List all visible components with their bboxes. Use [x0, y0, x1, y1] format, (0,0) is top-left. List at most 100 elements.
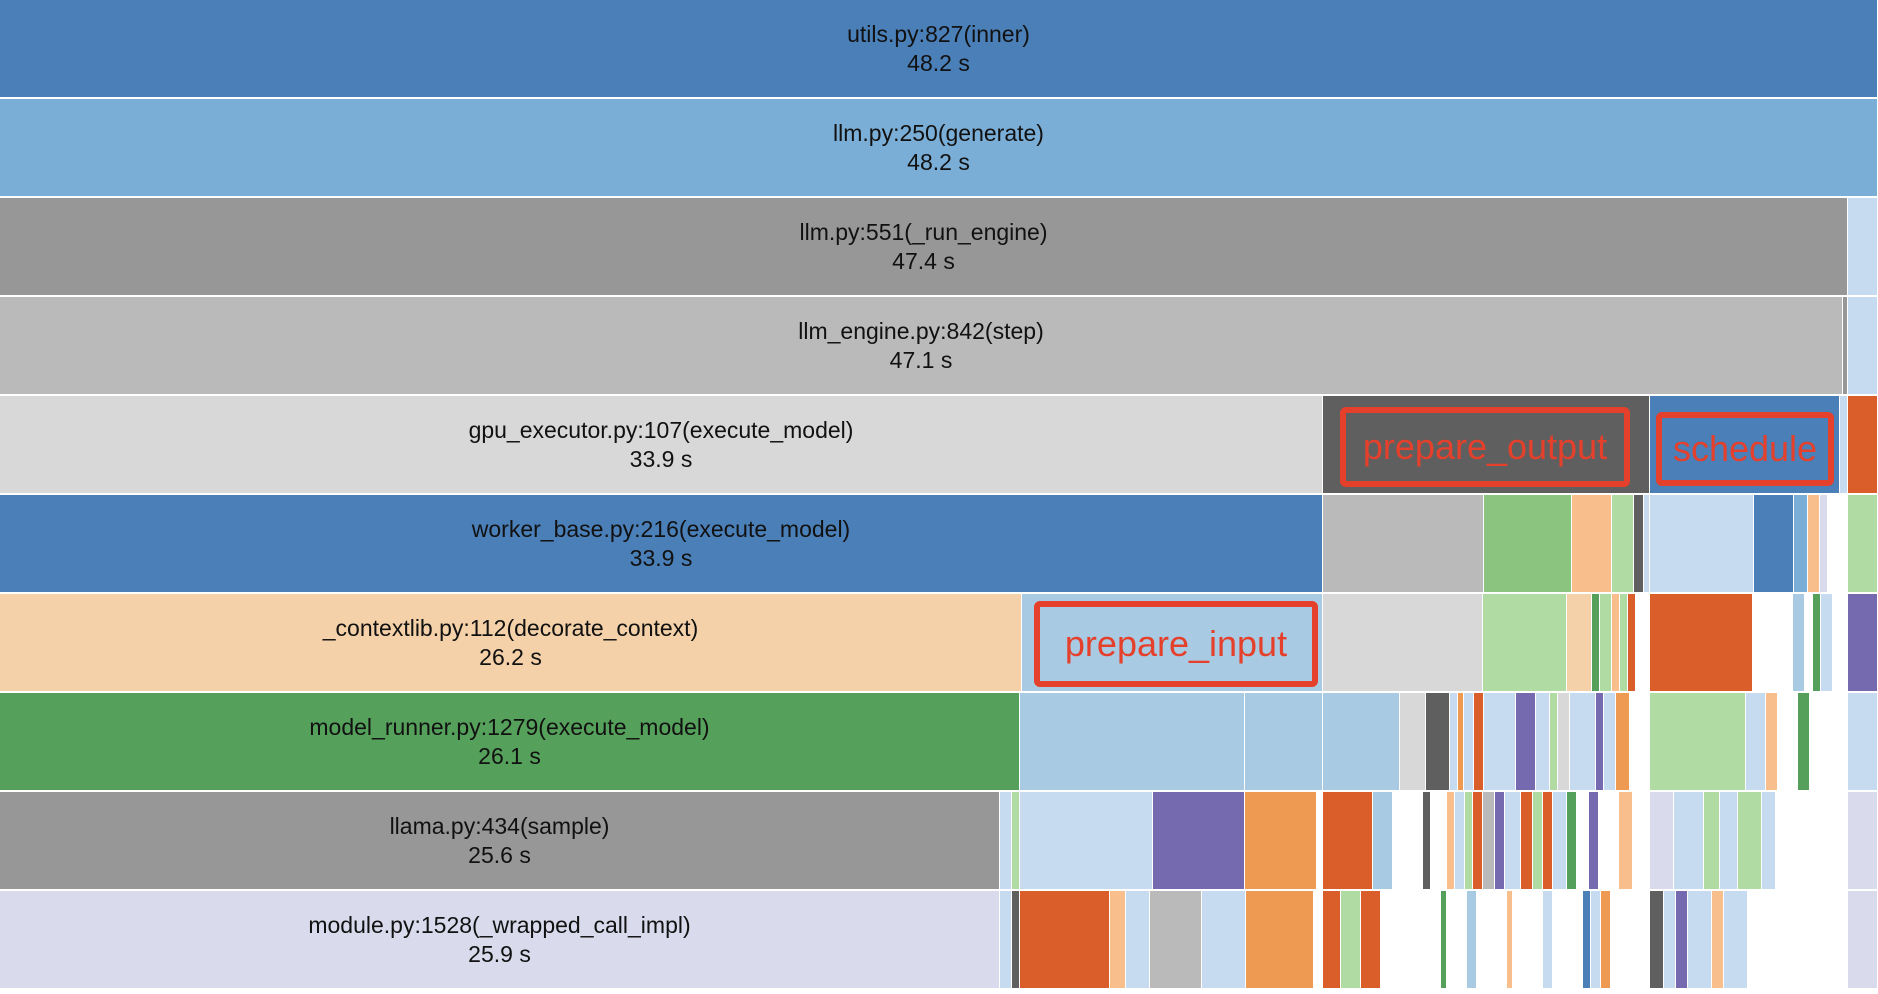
- flame-block[interactable]: [1805, 594, 1813, 693]
- flame-block[interactable]: [1833, 594, 1848, 693]
- flame-block[interactable]: [1245, 693, 1323, 792]
- flame-block[interactable]: [1483, 792, 1495, 891]
- flame-block[interactable]: [1848, 198, 1878, 297]
- flame-block[interactable]: [1484, 693, 1516, 792]
- flame-block[interactable]: [1616, 693, 1630, 792]
- flame-block[interactable]: [1455, 792, 1465, 891]
- flame-block[interactable]: [1753, 594, 1793, 693]
- frame-contextlib[interactable]: _contextlib.py:112(decorate_context)26.2…: [0, 594, 1022, 693]
- frame-gpu-executor[interactable]: gpu_executor.py:107(execute_model)33.9 s: [0, 396, 1323, 495]
- flame-block[interactable]: [1245, 792, 1317, 891]
- flame-block[interactable]: [1323, 693, 1400, 792]
- flame-block[interactable]: [1441, 891, 1447, 990]
- flame-block[interactable]: [1484, 495, 1572, 594]
- flame-block[interactable]: [1543, 792, 1553, 891]
- flame-block[interactable]: [1793, 594, 1805, 693]
- frame-utils-inner[interactable]: utils.py:827(inner)48.2 s: [0, 0, 1878, 99]
- flame-block[interactable]: [1153, 792, 1245, 891]
- flame-block[interactable]: [1126, 891, 1150, 990]
- flame-block[interactable]: [1813, 594, 1821, 693]
- flame-block[interactable]: [1447, 792, 1455, 891]
- flame-block[interactable]: [1848, 594, 1878, 693]
- flame-block[interactable]: [1583, 891, 1591, 990]
- flame-block[interactable]: [1570, 693, 1596, 792]
- flame-block[interactable]: [1558, 693, 1570, 792]
- flame-block[interactable]: [1543, 891, 1553, 990]
- flame-block[interactable]: [1323, 891, 1341, 990]
- flame-block[interactable]: [1720, 792, 1738, 891]
- flame-block[interactable]: [1361, 891, 1381, 990]
- flame-block[interactable]: [1630, 693, 1650, 792]
- frame-worker-base[interactable]: worker_base.py:216(execute_model)33.9 s: [0, 495, 1323, 594]
- flame-block[interactable]: [1619, 792, 1633, 891]
- flame-block[interactable]: [1840, 495, 1848, 594]
- flame-block[interactable]: [1202, 891, 1246, 990]
- flame-block[interactable]: [1738, 792, 1762, 891]
- flame-block[interactable]: [1020, 792, 1153, 891]
- flame-block[interactable]: [1447, 891, 1467, 990]
- flame-block[interactable]: [1748, 891, 1848, 990]
- frame-model-runner[interactable]: model_runner.py:1279(execute_model)26.1 …: [0, 693, 1020, 792]
- flame-block[interactable]: [1848, 891, 1878, 990]
- flame-block[interactable]: [1650, 495, 1754, 594]
- flame-block[interactable]: [1746, 693, 1766, 792]
- flame-block[interactable]: [1754, 495, 1794, 594]
- flame-block[interactable]: [1012, 792, 1020, 891]
- flame-block[interactable]: [1000, 792, 1012, 891]
- flame-block[interactable]: [1633, 792, 1650, 891]
- frame-prepare-input[interactable]: [1022, 594, 1323, 693]
- flame-block[interactable]: [1778, 693, 1798, 792]
- flame-block[interactable]: [1533, 792, 1543, 891]
- flame-block[interactable]: [1323, 495, 1484, 594]
- flame-block[interactable]: [1620, 594, 1628, 693]
- flame-block[interactable]: [1572, 495, 1612, 594]
- flame-block[interactable]: [1674, 792, 1704, 891]
- flame-block[interactable]: [1821, 594, 1833, 693]
- flame-block[interactable]: [1381, 891, 1441, 990]
- flame-block[interactable]: [1828, 495, 1840, 594]
- flame-block[interactable]: [1766, 693, 1778, 792]
- flame-block[interactable]: [1553, 792, 1567, 891]
- flame-block[interactable]: [1776, 792, 1806, 891]
- flame-block[interactable]: [1020, 693, 1245, 792]
- flame-block[interactable]: [1592, 594, 1600, 693]
- flame-block[interactable]: [1020, 891, 1110, 990]
- flame-block[interactable]: [1150, 891, 1202, 990]
- flame-block[interactable]: [1848, 792, 1878, 891]
- flame-block[interactable]: [1848, 396, 1878, 495]
- flame-block[interactable]: [1848, 495, 1878, 594]
- frame-llama-sample[interactable]: llama.py:434(sample)25.6 s: [0, 792, 1000, 891]
- flame-block[interactable]: [1464, 693, 1474, 792]
- flame-block[interactable]: [1820, 495, 1828, 594]
- flame-block[interactable]: [1596, 693, 1604, 792]
- flame-block[interactable]: [1400, 693, 1426, 792]
- flame-block[interactable]: [1341, 891, 1361, 990]
- flame-block[interactable]: [1373, 792, 1393, 891]
- flame-block[interactable]: [1664, 891, 1676, 990]
- flame-block[interactable]: [1612, 495, 1634, 594]
- flame-block[interactable]: [1474, 693, 1484, 792]
- flame-block[interactable]: [1000, 891, 1012, 990]
- flame-block[interactable]: [1650, 792, 1674, 891]
- flame-block[interactable]: [1601, 891, 1611, 990]
- flame-block[interactable]: [1317, 792, 1323, 891]
- flame-block[interactable]: [1426, 693, 1450, 792]
- flame-block[interactable]: [1483, 594, 1567, 693]
- flame-block[interactable]: [1467, 891, 1477, 990]
- flame-block[interactable]: [1798, 693, 1810, 792]
- flame-block[interactable]: [1611, 891, 1650, 990]
- flame-block[interactable]: [1567, 594, 1592, 693]
- flame-block[interactable]: [1704, 792, 1720, 891]
- flame-block[interactable]: [1465, 792, 1473, 891]
- flame-block[interactable]: [1676, 891, 1688, 990]
- flame-block[interactable]: [1012, 891, 1020, 990]
- flame-block[interactable]: [1423, 792, 1431, 891]
- flame-block[interactable]: [1600, 594, 1612, 693]
- flame-block[interactable]: [1246, 891, 1314, 990]
- flame-block[interactable]: [1473, 792, 1483, 891]
- flame-block[interactable]: [1808, 495, 1820, 594]
- flame-block[interactable]: [1762, 792, 1776, 891]
- flame-block[interactable]: [1495, 792, 1505, 891]
- flame-block[interactable]: [1550, 693, 1558, 792]
- flame-block[interactable]: [1314, 891, 1323, 990]
